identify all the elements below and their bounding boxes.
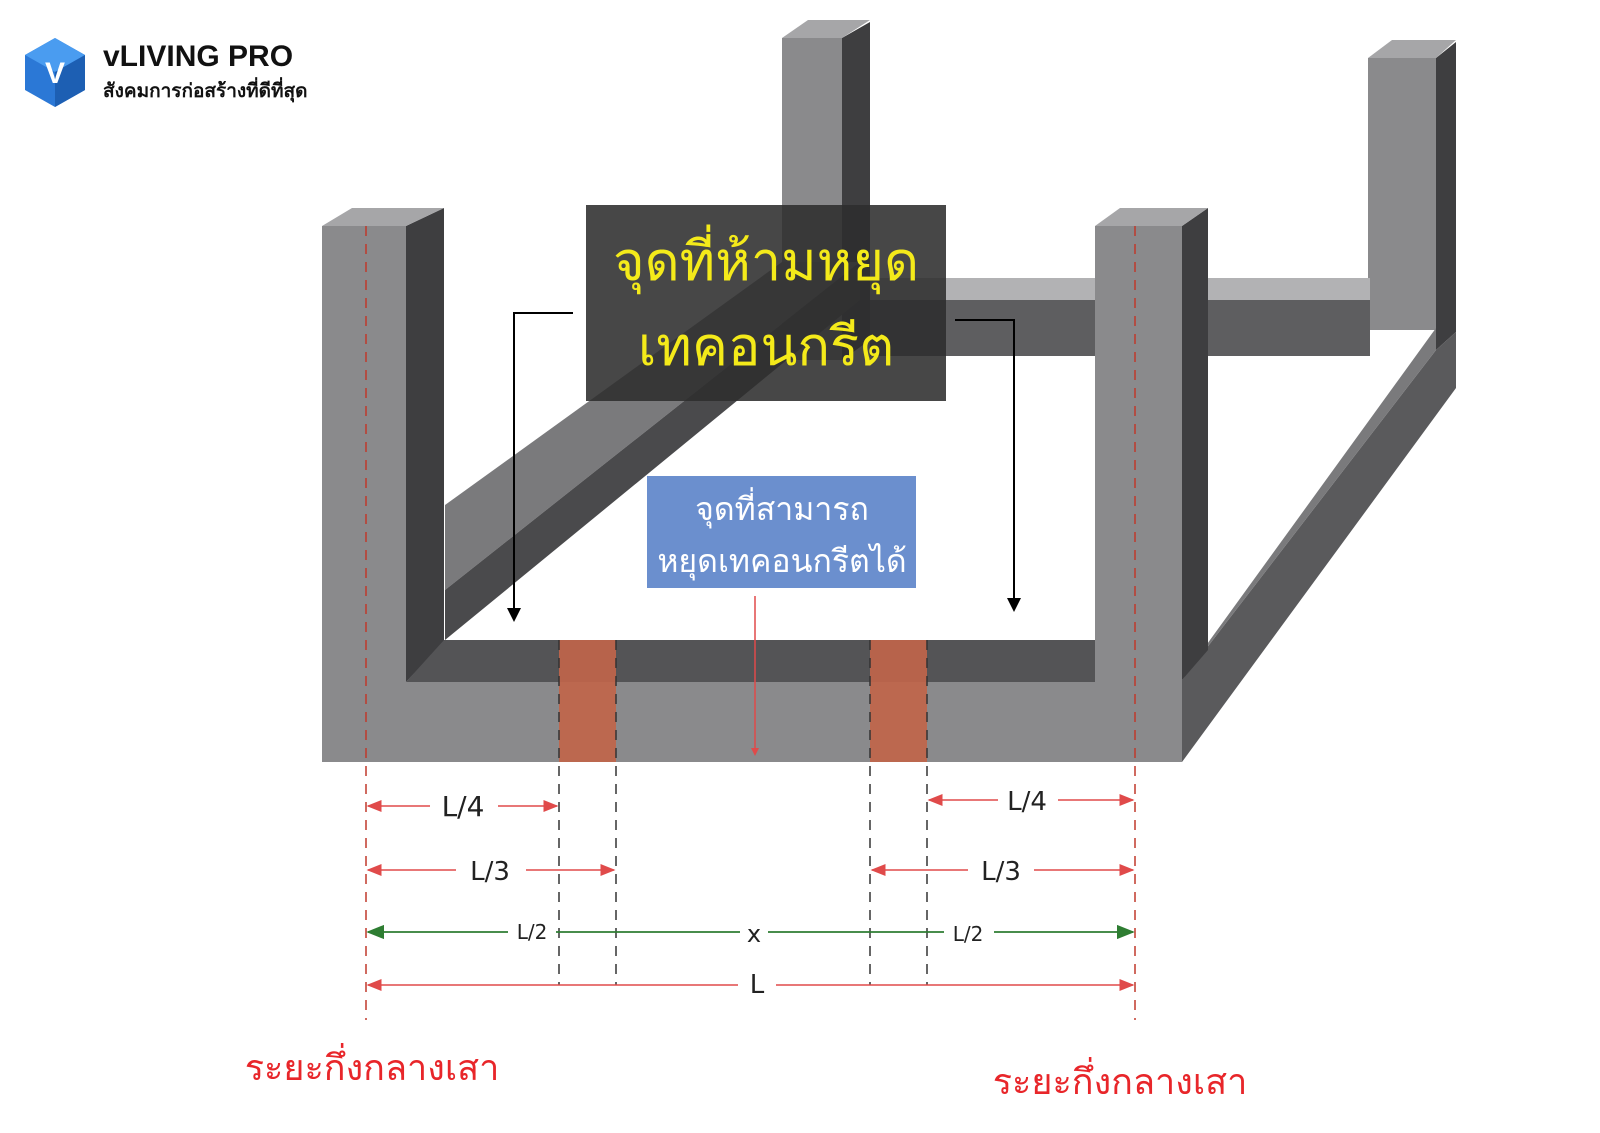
allowed-text-line1: จุดที่สามารถ (695, 487, 869, 529)
dim-half: L/2 L/2 x (366, 920, 1135, 948)
allowed-callout: จุดที่สามารถ หยุดเทคอนกรีตได้ (647, 476, 916, 588)
dashed-reference-lines (365, 226, 1136, 1020)
forbidden-callout: จุดที่ห้ามหยุด เทคอนกรีต (586, 205, 946, 401)
dim-half-left-label: L/2 (517, 920, 548, 944)
forbidden-leader-right (955, 319, 1021, 612)
right-column-center-label: ระยะกึ่งกลางเสา (993, 1057, 1248, 1103)
left-column-center-label: ระยะกึ่งกลางเสา (245, 1043, 500, 1089)
brand-tagline: สังคมการก่อสร้างที่ดีที่สุด (103, 77, 307, 103)
dim-third-right: L/3 (870, 857, 1135, 887)
dim-quarter-left: L/4 (366, 790, 559, 823)
dim-third-left: L/3 (366, 857, 616, 887)
front-right-column (1095, 208, 1208, 762)
dim-full: L (366, 970, 1135, 1000)
stop-zone-left (559, 640, 616, 762)
dim-half-right-label: L/2 (953, 922, 984, 946)
allowed-text-line2: หยุดเทคอนกรีตได้ (657, 542, 906, 581)
stop-zone-right (870, 640, 927, 762)
front-left-column (322, 208, 444, 762)
dim-quarter-right: L/4 (927, 787, 1135, 817)
right-diagonal-beam (1182, 328, 1456, 762)
front-beam (406, 640, 1095, 762)
forbidden-text-line2: เทคอนกรีต (638, 315, 894, 378)
dim-quarter-left-label: L/4 (442, 790, 485, 823)
forbidden-leader-left (507, 312, 573, 622)
logo-letter: V (45, 57, 65, 90)
allowed-leader (751, 596, 759, 756)
back-right-column (1368, 40, 1456, 350)
center-mark-label: x (747, 920, 761, 948)
dim-third-left-label: L/3 (470, 857, 510, 887)
concrete-frame (322, 20, 1456, 762)
brand-logo: V vLIVING PRO สังคมการก่อสร้างที่ดีที่สุ… (25, 38, 307, 107)
hexagon-v-logo-icon: V (25, 38, 85, 107)
dim-quarter-right-label: L/4 (1007, 787, 1047, 817)
dim-full-label: L (750, 970, 765, 1000)
brand-name: vLIVING PRO (103, 40, 293, 73)
forbidden-text-line1: จุดที่ห้ามหยุด (613, 224, 919, 295)
dim-third-right-label: L/3 (981, 857, 1021, 887)
